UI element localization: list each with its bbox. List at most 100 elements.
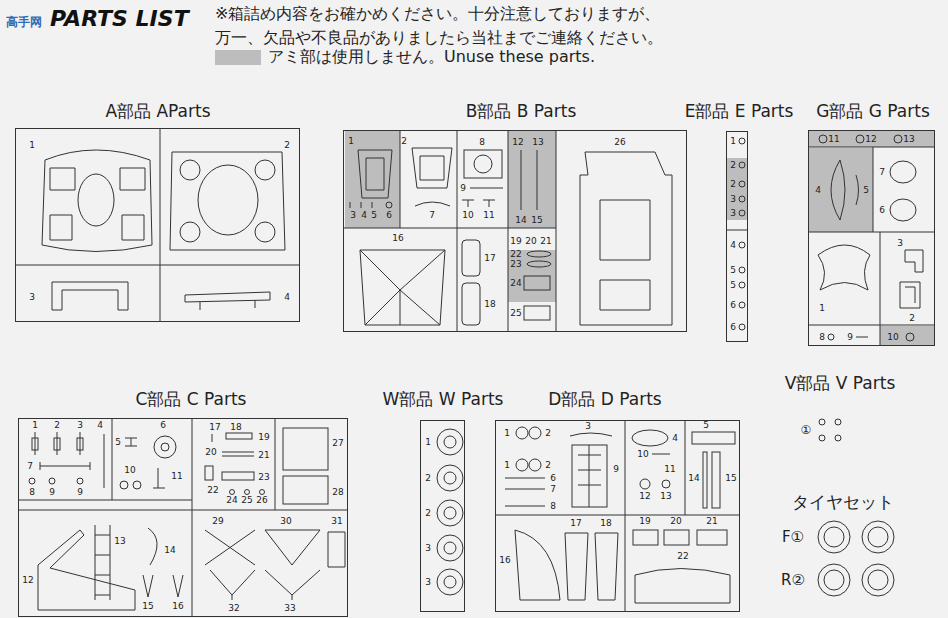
callout-number: 3 xyxy=(350,211,356,220)
callout-number: 3 xyxy=(425,544,431,553)
callout-number: 2 xyxy=(730,161,736,170)
callout-number: 12 xyxy=(512,138,523,147)
callout-number: 9 xyxy=(613,465,619,474)
callout-number: 13 xyxy=(532,138,543,147)
callout-number: 17 xyxy=(484,254,495,263)
callout-number: 11 xyxy=(483,211,494,220)
callout-number: 13 xyxy=(903,135,914,144)
parts-frame: D部品 D Parts xyxy=(495,420,740,612)
callout-number: 22 xyxy=(207,486,218,495)
callout-number: 4 xyxy=(97,421,103,430)
note-text: R② xyxy=(781,573,805,588)
callout-number: 25 xyxy=(241,496,252,505)
callout-number: 10 xyxy=(637,450,648,459)
callout-number: 28 xyxy=(332,488,343,497)
frame-heading: E部品 E Parts xyxy=(685,101,794,121)
callout-number: 2 xyxy=(284,141,290,150)
callout-number: 8 xyxy=(29,488,35,497)
callout-number: 21 xyxy=(258,451,269,460)
callout-number: 22 xyxy=(677,552,688,561)
callout-number: 7 xyxy=(27,462,33,471)
callout-number: 14 xyxy=(164,546,175,555)
callout-number: 11 xyxy=(664,465,675,474)
callout-number: 3 xyxy=(77,421,83,430)
callout-number: 3 xyxy=(425,578,431,587)
callout-number: 3 xyxy=(897,239,903,248)
callout-number: 7 xyxy=(879,168,885,177)
callout-number: 11 xyxy=(828,135,839,144)
note-text: ① xyxy=(801,424,812,436)
callout-number: 1 xyxy=(32,421,38,430)
callout-number: 19 xyxy=(639,517,650,526)
callout-number: 15 xyxy=(725,474,736,483)
callout-number: 5 xyxy=(863,186,869,195)
callout-number: 5 xyxy=(730,266,736,275)
callout-number: 9 xyxy=(460,184,466,193)
callout-number: 23 xyxy=(258,473,269,482)
callout-number: 6 xyxy=(730,323,736,332)
callout-number: 19 xyxy=(258,433,269,442)
callout-number: 1 xyxy=(29,141,35,150)
callout-number: 27 xyxy=(332,439,343,448)
callout-number: 2 xyxy=(425,509,431,518)
callout-number: 26 xyxy=(256,496,267,505)
callout-number: 13 xyxy=(114,537,125,546)
callout-number: 8 xyxy=(550,502,556,511)
callout-number: 25 xyxy=(510,309,521,318)
callout-number: 4 xyxy=(361,211,367,220)
callout-number: 15 xyxy=(531,216,542,225)
callout-number: 29 xyxy=(212,517,223,526)
callout-number: 24 xyxy=(226,496,237,505)
callout-number: 1 xyxy=(425,438,431,447)
callout-number: 1 xyxy=(348,137,354,146)
frame-heading: B部品 B Parts xyxy=(466,101,577,121)
callout-number: 26 xyxy=(614,138,625,147)
callout-number: 10 xyxy=(124,466,135,475)
note-text: F① xyxy=(782,530,804,545)
callout-number: 17 xyxy=(570,519,581,528)
callout-number: 2 xyxy=(730,180,736,189)
legend-text: アミ部は使用しません。Unuse these parts. xyxy=(268,49,595,65)
sprue-dividers xyxy=(15,128,935,617)
callout-number: 7 xyxy=(550,485,556,494)
callout-number: 1 xyxy=(819,304,825,313)
callout-number: 2 xyxy=(545,429,551,438)
callout-number: 1 xyxy=(730,137,736,146)
note-text: タイヤセット xyxy=(792,494,894,511)
callout-number: 3 xyxy=(730,209,736,218)
callout-number: 4 xyxy=(672,434,678,443)
frame-heading: A部品 AParts xyxy=(105,101,210,121)
callout-number: 6 xyxy=(550,474,556,483)
callout-number: 18 xyxy=(484,300,495,309)
callout-number: 3 xyxy=(29,293,35,302)
callout-number: 6 xyxy=(730,301,736,310)
callout-number: 8 xyxy=(479,138,485,147)
callout-number: 12 xyxy=(22,576,33,585)
note-text: V部品 V Parts xyxy=(785,375,895,392)
callout-number: 18 xyxy=(230,423,241,432)
callout-number: 21 xyxy=(540,237,551,246)
callout-number: 17 xyxy=(209,423,220,432)
callout-number: 2 xyxy=(54,421,60,430)
note-text: ※箱詰め内容をお確かめください。十分注意しておりますが、 xyxy=(215,6,660,22)
callout-number: 21 xyxy=(706,517,717,526)
callout-number: 24 xyxy=(510,279,521,288)
callout-number: 14 xyxy=(515,216,526,225)
callout-number: 2 xyxy=(401,137,407,146)
callout-number: 8 xyxy=(819,333,825,342)
callout-number: 20 xyxy=(670,517,681,526)
callout-number: 12 xyxy=(639,492,650,501)
callout-number: 7 xyxy=(429,211,435,220)
callout-number: 15 xyxy=(142,602,153,611)
callout-number: 16 xyxy=(392,234,403,243)
frame-heading: D部品 D Parts xyxy=(548,389,661,409)
callout-number: 2 xyxy=(909,314,915,323)
callout-number: 5 xyxy=(730,281,736,290)
callout-number: 32 xyxy=(228,604,239,613)
parts-frame: C部品 C Parts xyxy=(18,418,348,617)
callout-number: 30 xyxy=(280,517,291,526)
callout-number: 4 xyxy=(730,241,736,250)
parts-frame: B部品 B Parts xyxy=(343,130,687,332)
